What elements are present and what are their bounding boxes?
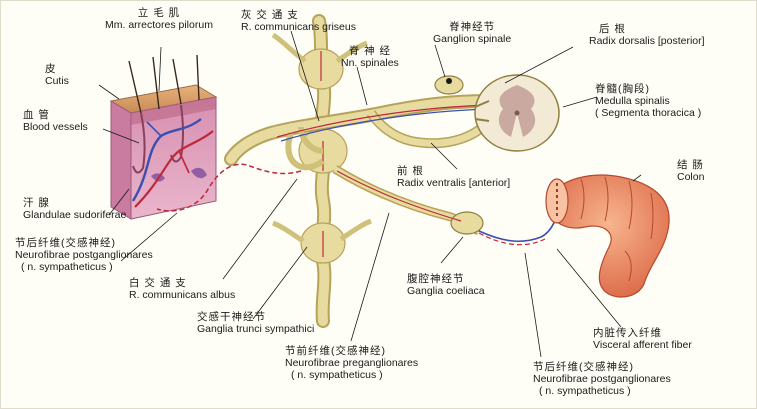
medulla-la2: ( Segmenta thoracica ) xyxy=(595,107,702,119)
label-white-ramus: 白 交 通 支 R. communicans albus xyxy=(129,277,235,301)
leader-lines xyxy=(98,30,642,358)
cutis-zh: 皮 xyxy=(45,63,57,75)
postgang-right-zh: 节后纤维(交感神经) xyxy=(533,361,634,373)
pregang-la: Neurofibrae preganglionares xyxy=(285,357,419,369)
postgang-right-la: Neurofibrae postganglionares xyxy=(533,373,671,385)
label-sweat-glands: 汗 腺 Glandulae sudoriferae xyxy=(23,197,126,221)
label-ventral-root: 前 根 Radix ventralis [anterior] xyxy=(397,165,510,189)
colon-la: Colon xyxy=(677,171,705,183)
visceral-la: Visceral afferent fiber xyxy=(593,339,692,351)
celiac-la: Ganglia coeliaca xyxy=(407,285,485,297)
arrector-zh: 立 毛 肌 xyxy=(137,7,181,19)
postgang-left-la2: ( n. sympatheticus ) xyxy=(21,261,113,273)
postganglionic-fiber-to-skin xyxy=(156,163,302,212)
colon xyxy=(545,174,670,298)
white-ramus-zh: 白 交 通 支 xyxy=(129,277,187,289)
label-spinal-nerves: 脊 神 经 Nn. spinales xyxy=(341,45,399,69)
colon-zh: 结 肠 xyxy=(677,159,704,171)
sympathetic-trunk xyxy=(271,14,372,328)
label-medulla-spinalis: 脊髓(胸段) Medulla spinalis ( Segmenta thora… xyxy=(595,83,701,119)
label-trunk-ganglia: 交感干神经节 Ganglia trunci sympathici xyxy=(197,311,314,335)
white-ramus-la: R. communicans albus xyxy=(129,289,236,301)
pregang-zh: 节前纤维(交感神经) xyxy=(285,345,386,357)
vessels-la: Blood vessels xyxy=(23,121,88,133)
spinal-nerve-zh: 脊 神 经 xyxy=(348,45,392,57)
label-visceral-afferent: 内脏传入纤维 Visceral afferent fiber xyxy=(593,327,692,351)
label-postganglionic-right: 节后纤维(交感神经) Neurofibrae postganglionares … xyxy=(533,361,671,397)
label-arrector-pili: 立 毛 肌 Mm. arrectores pilorum xyxy=(105,7,213,31)
medulla-la: Medulla spinalis xyxy=(595,95,670,107)
label-colon: 结 肠 Colon xyxy=(677,159,704,183)
label-grey-ramus: 灰 交 通 支 R. communicans griseus xyxy=(241,9,356,33)
spinal-nerve-la: Nn. spinales xyxy=(341,57,399,69)
medulla-zh: 脊髓(胸段) xyxy=(595,83,650,95)
trunk-ganglia-zh: 交感干神经节 xyxy=(197,311,266,323)
skin-block xyxy=(109,54,218,220)
postgang-left-la: Neurofibrae postganglionares xyxy=(15,249,153,261)
spinal-nerve xyxy=(224,75,496,171)
sweat-la: Glandulae sudoriferae xyxy=(23,209,127,221)
visceral-zh: 内脏传入纤维 xyxy=(593,327,662,339)
pregang-la2: ( n. sympatheticus ) xyxy=(291,369,383,381)
dorsal-root-zh: 后 根 xyxy=(599,23,626,35)
cutis-la: Cutis xyxy=(45,75,69,87)
ganglion-la: Ganglion spinale xyxy=(433,33,512,45)
trunk-ganglia-la: Ganglia trunci sympathici xyxy=(197,323,315,335)
dorsal-root-la: Radix dorsalis [posterior] xyxy=(589,35,705,47)
spinal-cord-section xyxy=(474,74,560,152)
postgang-left-zh: 节后纤维(交感神经) xyxy=(15,237,116,249)
label-preganglionic: 节前纤维(交感神经) Neurofibrae preganglionares (… xyxy=(285,345,418,381)
arrector-la: Mm. arrectores pilorum xyxy=(105,19,213,31)
label-postganglionic-left: 节后纤维(交感神经) Neurofibrae postganglionares … xyxy=(15,237,153,273)
postgang-right-la2: ( n. sympatheticus ) xyxy=(539,385,631,397)
label-ganglion-spinale: 脊神经节 Ganglion spinale xyxy=(433,21,511,45)
grey-ramus-la: R. communicans griseus xyxy=(241,21,356,33)
ventral-root-zh: 前 根 xyxy=(397,165,424,177)
label-dorsal-root: 后 根 Radix dorsalis [posterior] xyxy=(589,23,705,47)
sweat-zh: 汗 腺 xyxy=(23,197,50,209)
label-blood-vessels: 血 管 Blood vessels xyxy=(23,109,88,133)
label-cutis: 皮 Cutis xyxy=(45,63,69,87)
ventral-root-la: Radix ventralis [anterior] xyxy=(397,177,511,189)
label-celiac-ganglia: 腹腔神经节 Ganglia coeliaca xyxy=(407,273,485,297)
celiac-zh: 腹腔神经节 xyxy=(407,273,465,285)
ganglion-zh: 脊神经节 xyxy=(449,21,496,33)
grey-ramus-zh: 灰 交 通 支 xyxy=(241,9,299,21)
vessels-zh: 血 管 xyxy=(23,109,50,121)
